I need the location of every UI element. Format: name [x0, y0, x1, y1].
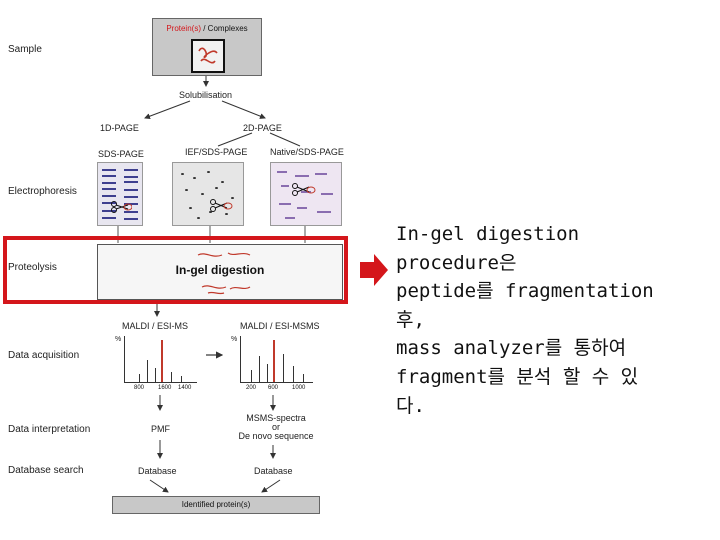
in-gel-digestion-label: In-gel digestion — [175, 263, 265, 277]
ms-peak — [171, 372, 172, 382]
scissors-icon — [292, 183, 316, 196]
branch-ief-sds-page: IEF/SDS-PAGE — [185, 147, 248, 157]
line-2d-ief — [217, 132, 253, 147]
branch-native-sds-page: Native/SDS-PAGE — [270, 147, 344, 157]
highlight-frame — [3, 236, 348, 304]
gel-2d-ief — [172, 162, 244, 226]
msms-peak — [259, 356, 260, 382]
sample-box: Protein(s) / Complexes — [152, 18, 262, 76]
row-label-database-search: Database search — [8, 465, 84, 476]
msms-tick-1: 200 — [246, 385, 257, 391]
solubilisation-label: Solubilisation — [179, 90, 233, 100]
or-label: or — [271, 422, 280, 432]
sample-box-title: Protein(s) / Complexes — [153, 24, 261, 33]
pmf-label: PMF — [151, 424, 170, 434]
msms-peak — [283, 354, 284, 382]
sample-title-complexes: / Complexes — [201, 24, 248, 33]
arrow-db-right-identified — [261, 479, 281, 493]
msms-peak — [303, 374, 304, 382]
branch-2d-page: 2D-PAGE — [243, 123, 282, 133]
msms-spectra-label: MSMS-spectra — [246, 413, 306, 423]
row-label-data-acquisition: Data acquisition — [8, 350, 80, 361]
protein-complex-icon — [191, 39, 225, 73]
row-label-proteolysis: Proteolysis — [8, 262, 57, 273]
row-label-electrophoresis: Electrophoresis — [8, 186, 77, 197]
ms-tick-2: 1600 — [158, 385, 172, 391]
branch-sds-page: SDS-PAGE — [98, 149, 144, 159]
msms-peak-highlight — [273, 340, 275, 382]
msms-tick-3: 1000 — [292, 385, 306, 391]
database-left-label: Database — [138, 466, 177, 476]
identified-proteins-box: Identified protein(s) — [112, 496, 320, 514]
in-gel-digestion-box: In-gel digestion — [97, 244, 343, 300]
msms-tick-2: 600 — [268, 385, 279, 391]
ms-spectrum: % — [115, 336, 197, 383]
branch-1d-page: 1D-PAGE — [100, 123, 139, 133]
ms-peak — [139, 374, 140, 382]
msms-peak — [251, 370, 252, 382]
ms-peak-highlight — [161, 340, 163, 382]
msms-title: MALDI / ESI-MSMS — [240, 321, 320, 331]
row-label-data-interpretation: Data interpretation — [8, 424, 91, 435]
ms-peak — [181, 376, 182, 382]
line-2d-native — [269, 132, 301, 147]
ms-tick-3: 1400 — [178, 385, 192, 391]
ms-peak — [147, 360, 148, 382]
arrow-db-left-identified — [149, 479, 169, 493]
ms-tick-1: 800 — [134, 385, 145, 391]
gel-1d-sds — [97, 162, 143, 226]
row-label-sample: Sample — [8, 44, 42, 55]
ms-peak — [155, 368, 156, 382]
arrow-to-1d — [144, 100, 191, 120]
arrow-to-2d — [221, 100, 266, 119]
highlight-arrow-icon — [360, 254, 388, 286]
de-novo-label: De novo sequence — [238, 431, 314, 441]
ms-percent-label: % — [115, 336, 122, 343]
msms-peak — [267, 364, 268, 382]
gel-native-sds — [270, 162, 342, 226]
msms-interpretation: MSMS-spectra or De novo sequence — [226, 414, 326, 441]
msms-peak — [293, 366, 294, 382]
sample-title-proteins: Protein(s) — [166, 24, 201, 33]
msms-spectrum: % — [231, 336, 313, 383]
peptide-fragments-icon — [197, 252, 251, 295]
msms-percent-label: % — [231, 336, 238, 343]
side-note-text: In-gel digestion procedure은 peptide를 fra… — [396, 223, 654, 417]
scissors-icon — [210, 199, 233, 212]
scissors-icon — [111, 201, 132, 213]
ms-title: MALDI / ESI-MS — [122, 321, 189, 331]
database-right-label: Database — [254, 466, 293, 476]
